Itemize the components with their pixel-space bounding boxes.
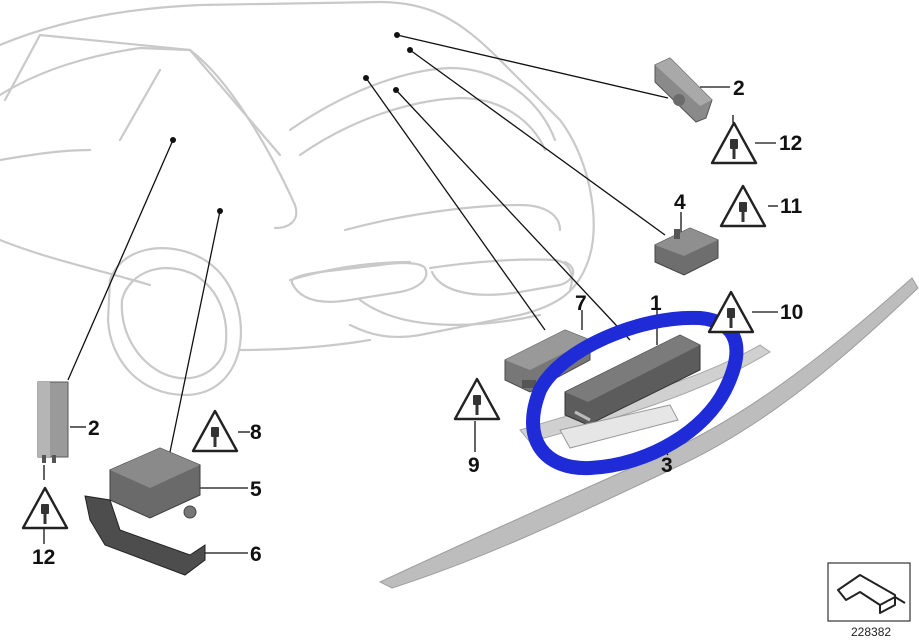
highlight-circle: [526, 310, 744, 476]
part-2-sensor-top: [654, 57, 713, 123]
leader-lines: [43, 34, 778, 554]
callout-8: 8: [250, 421, 262, 444]
callout-9: 9: [468, 454, 480, 477]
leader-dots: [170, 32, 413, 214]
callout-10: 10: [780, 301, 803, 324]
warning-triangle-plug-icon: [191, 409, 239, 453]
warning-triangle-plug-icon: [453, 377, 501, 421]
part-7-module: [504, 329, 591, 393]
warning-triangle-plug-icon: [21, 486, 69, 530]
warning-triangle-plug-icon: [719, 184, 767, 228]
callout-12-top: 12: [779, 132, 802, 155]
reference-box: [827, 562, 911, 622]
part-3-bracket: [559, 404, 679, 449]
part-4-module: [654, 227, 719, 276]
callout-7: 7: [575, 292, 587, 315]
part-1-amplifier: [564, 334, 701, 426]
reference-number: 228382: [851, 625, 891, 639]
part-2-sensor-left: [37, 381, 69, 463]
callout-2-left: 2: [88, 417, 100, 440]
callout-5: 5: [250, 478, 262, 501]
warning-triangle-plug-icon: [710, 121, 758, 165]
callout-3: 3: [661, 454, 673, 477]
car-outline: [0, 0, 595, 397]
callout-2-top: 2: [733, 77, 745, 100]
callout-1: 1: [650, 292, 662, 315]
callout-6: 6: [250, 543, 262, 566]
callout-12-left: 12: [32, 546, 55, 569]
arrow-reference-icon: [837, 574, 906, 614]
callout-4: 4: [674, 191, 686, 214]
part-5-control-unit: [109, 447, 201, 519]
warning-triangle-plug-icon: [707, 290, 755, 334]
callout-11: 11: [780, 195, 803, 218]
part-6-bracket: [84, 495, 206, 576]
